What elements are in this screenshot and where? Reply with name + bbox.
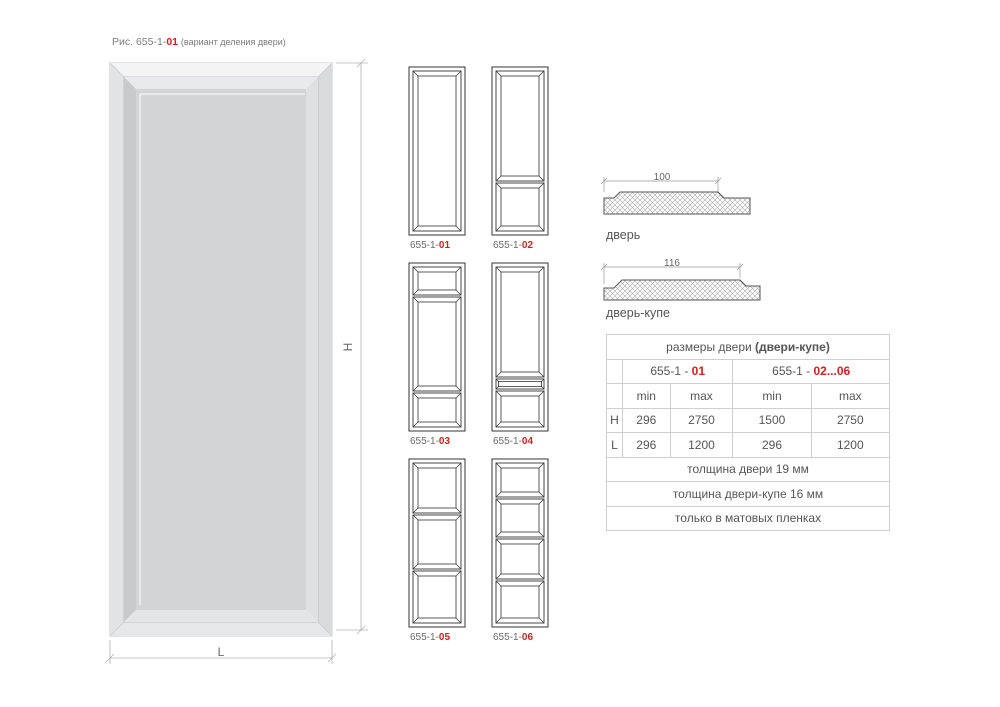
door-panel xyxy=(495,182,545,232)
table-cell: 296 xyxy=(622,407,671,433)
caption-code: 01 xyxy=(166,36,178,48)
variant-03-label: 655-1-03 xyxy=(410,436,450,447)
table-note-row: толщина двери 19 мм xyxy=(606,456,890,482)
variant-06-label: 655-1-06 xyxy=(493,632,533,643)
note-sliding-door-thickness: толщина двери-купе 16 мм xyxy=(606,481,890,507)
door-panel xyxy=(495,266,545,378)
table-cell: 1200 xyxy=(669,432,734,458)
width-label: L xyxy=(218,645,225,659)
variant-01-drawing xyxy=(408,66,466,236)
table-title-plain: размеры двери xyxy=(666,339,756,354)
group-header-code: 02...06 xyxy=(813,364,851,379)
table-cell: 2750 xyxy=(810,407,891,433)
variant-label-prefix: 655-1- xyxy=(493,240,522,251)
height-dimension xyxy=(336,58,368,635)
max-header: max xyxy=(669,383,734,409)
variant-label-code: 03 xyxy=(438,436,451,447)
door-panel xyxy=(412,296,462,392)
min-header: min xyxy=(732,383,812,409)
table-cell: 1200 xyxy=(810,432,891,458)
variant-02-label: 655-1-02 xyxy=(493,240,533,251)
variant-label-prefix: 655-1- xyxy=(410,240,439,251)
sliding-door-profile-label: дверь-купе xyxy=(606,306,670,320)
variant-02-drawing xyxy=(491,66,549,236)
table-row-height: H 296 2750 1500 2750 xyxy=(606,407,891,433)
group-header-prefix: 655-1 - xyxy=(772,364,814,379)
group-01-header: 655-1 - 01 xyxy=(621,358,734,384)
variant-label-code: 04 xyxy=(521,436,534,447)
table-corner-cell xyxy=(606,358,623,384)
width-dimension xyxy=(105,640,337,664)
table-cell: 296 xyxy=(622,432,671,458)
table-title-row: размеры двери (двери-купе) xyxy=(606,334,890,360)
dimension-line-116 xyxy=(600,263,744,284)
door-profile-label: дверь xyxy=(606,228,641,242)
variant-label-code: 05 xyxy=(438,632,451,643)
door-profile-shape xyxy=(603,191,751,215)
sliding-door-profile-shape xyxy=(603,279,761,301)
door-panel xyxy=(495,538,545,580)
table-cell: 2750 xyxy=(669,407,734,433)
sliding-door-profile-section: 116 xyxy=(600,258,761,301)
variant-05-label: 655-1-05 xyxy=(410,632,450,643)
table-cell: 296 xyxy=(732,432,812,458)
door-panel xyxy=(412,266,462,296)
min-header: min xyxy=(622,383,671,409)
variant-04-label: 655-1-04 xyxy=(493,436,533,447)
variant-label-prefix: 655-1- xyxy=(410,436,439,447)
caption-prefix: Рис. 655-1- xyxy=(112,36,167,48)
door-profile-section: 100 xyxy=(600,172,751,215)
table-title-bold: (двери-купе) xyxy=(755,339,830,354)
variant-label-code: 06 xyxy=(521,632,534,643)
variant-05-drawing xyxy=(408,458,466,628)
group-header-code: 01 xyxy=(691,364,706,379)
variant-label-code: 02 xyxy=(521,240,534,251)
variant-06-drawing xyxy=(491,458,549,628)
row-label: L xyxy=(606,432,623,458)
figure-caption: Рис. 655-1-01 (вариант деления двери) xyxy=(112,36,286,48)
variant-label-prefix: 655-1- xyxy=(493,632,522,643)
door-panel xyxy=(495,378,545,390)
door-panel xyxy=(495,390,545,428)
door-panel xyxy=(109,62,333,637)
note-matte-films: только в матовых пленках xyxy=(606,505,890,531)
table-cell: 1500 xyxy=(732,407,812,433)
caption-note: (вариант деления двери) xyxy=(180,37,286,47)
variant-03-drawing xyxy=(408,262,466,432)
dimension-line-100 xyxy=(600,177,722,192)
table-note-row: толщина двери-купе 16 мм xyxy=(606,481,890,507)
group-02-06-header: 655-1 - 02...06 xyxy=(732,358,890,384)
door-panel xyxy=(412,570,462,624)
door-illustration: H L xyxy=(105,58,368,664)
max-header: max xyxy=(810,383,891,409)
door-panel xyxy=(412,70,462,232)
variant-label-prefix: 655-1- xyxy=(410,632,439,643)
variant-04-drawing xyxy=(491,262,549,432)
door-panel xyxy=(412,462,462,514)
table-note-row: только в матовых пленках xyxy=(606,505,890,531)
height-label: H xyxy=(341,343,355,352)
group-header-prefix: 655-1 - xyxy=(650,364,692,379)
door-panel xyxy=(412,392,462,428)
dimension-value: 100 xyxy=(654,172,671,183)
table-group-row: 655-1 - 01 655-1 - 02...06 xyxy=(606,358,890,384)
table-title: размеры двери (двери-купе) xyxy=(606,334,890,360)
variant-label-code: 01 xyxy=(438,240,451,251)
table-row-width: L 296 1200 296 1200 xyxy=(606,432,891,458)
dimensions-table: размеры двери (двери-купе) 655-1 - 01 65… xyxy=(606,334,891,531)
dimension-value: 116 xyxy=(664,258,680,269)
variant-01-label: 655-1-01 xyxy=(410,240,450,251)
row-label: H xyxy=(606,407,623,433)
note-door-thickness: толщина двери 19 мм xyxy=(606,456,890,482)
door-panel xyxy=(495,70,545,182)
table-corner-cell xyxy=(606,383,623,409)
door-panel xyxy=(495,462,545,498)
door-panel xyxy=(495,498,545,538)
variant-label-prefix: 655-1- xyxy=(493,436,522,447)
door-panel xyxy=(412,514,462,570)
table-minmax-row: min max min max xyxy=(606,383,891,409)
door-panel xyxy=(495,580,545,624)
